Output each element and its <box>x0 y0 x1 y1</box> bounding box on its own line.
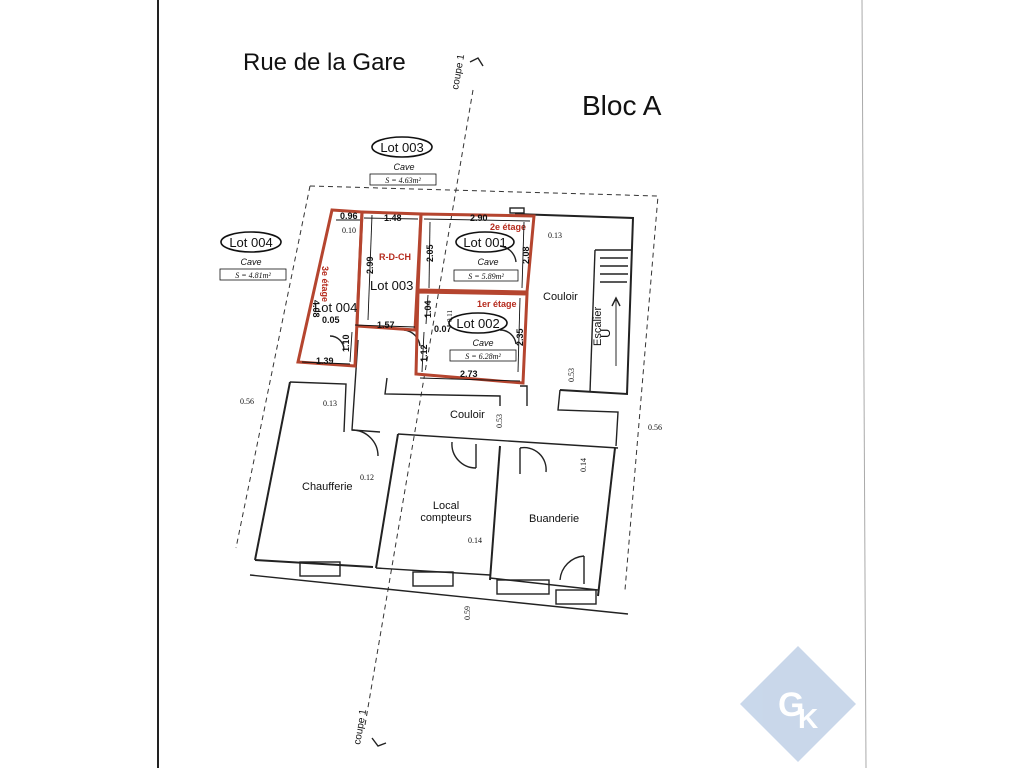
lot-001-oval <box>455 231 515 253</box>
dim-label: 0.56 <box>648 423 662 432</box>
lot-003-area: S = 4.63m² <box>385 176 421 185</box>
dim-label: 0.07 <box>434 324 452 334</box>
floor-label-1er: 1er étage <box>477 299 517 309</box>
dim-label: 4.08 <box>311 300 321 318</box>
lot-004-type: Cave <box>240 257 261 267</box>
lot-003-outline <box>355 210 423 332</box>
dim-label: 1.10 <box>341 334 351 352</box>
lot-004-legend: Lot 004 Cave S = 4.81m² <box>219 231 287 281</box>
dim-label: 0.11 <box>446 310 454 322</box>
lot-003-inner-label: Lot 003 <box>370 278 413 293</box>
floor-label-rdch: R-D-CH <box>379 252 411 262</box>
dim-label: 0.12 <box>360 473 374 482</box>
room-chaufferie: Chaufferie <box>302 481 353 493</box>
lot-002-id: Lot 002 <box>456 316 499 331</box>
boundary-outline-left <box>235 185 311 549</box>
lot-002-area: S = 6.28m² <box>465 352 501 361</box>
lot-004-outline <box>296 208 364 368</box>
dim-label: 2.90 <box>470 213 488 223</box>
room-local-line1: Local <box>433 500 459 512</box>
room-buanderie: Buanderie <box>529 513 579 525</box>
dim-label: 2.35 <box>515 328 525 346</box>
lot-001-type: Cave <box>477 257 498 267</box>
bloc-title: Bloc A <box>582 90 662 121</box>
room-couloir-right: Couloir <box>543 291 578 303</box>
dim-label: 1.04 <box>423 300 433 318</box>
lot-001-legend: Lot 001 Cave S = 5.89m² <box>453 231 519 282</box>
lot-002-legend: Lot 002 Cave S = 6.28m² <box>448 312 517 362</box>
svg-text:K: K <box>798 703 818 734</box>
lot-003-legend: Lot 003 Cave S = 4.63m² <box>369 136 437 186</box>
dim-label: 1.57 <box>377 320 395 330</box>
dim-label: 0.13 <box>323 399 337 408</box>
section-arrow-top <box>469 57 484 67</box>
dim-label: 0.59 <box>463 606 472 620</box>
lot-003-area-box <box>369 173 437 186</box>
dim-label: 2.73 <box>460 369 478 379</box>
floor-label-2e: 2e étage <box>490 222 526 232</box>
dim-label: 0.96 <box>340 211 358 221</box>
lot-004-inner-label: Lot 004 <box>314 300 357 315</box>
lot-002-oval <box>448 312 508 334</box>
page-border-right <box>861 0 867 768</box>
dim-label: 0.53 <box>495 414 504 428</box>
lot-002-type: Cave <box>472 338 493 348</box>
lot-001-id: Lot 001 <box>463 235 506 250</box>
dim-label: 1.12 <box>419 344 429 362</box>
lot-001-outline <box>416 212 536 294</box>
dim-label: 2.08 <box>521 246 531 264</box>
section-label-top: coupe 1 <box>450 53 467 90</box>
dim-label: 0.56 <box>240 397 254 406</box>
dim-label: 2.05 <box>425 244 435 262</box>
room-couloir-mid: Couloir <box>450 409 485 421</box>
stair-arrow-head <box>611 296 621 307</box>
lot-004-oval <box>220 231 282 253</box>
lot-003-type: Cave <box>393 162 414 172</box>
dim-label: 0.53 <box>567 368 576 382</box>
dim-label: 2.99 <box>365 256 375 274</box>
lot-boundaries <box>296 208 536 385</box>
section-arrow-bottom <box>371 737 387 747</box>
dim-label: 0.13 <box>548 231 562 240</box>
gk-logo: G K <box>740 646 856 762</box>
lot-002-outline <box>414 290 529 385</box>
street-name: Rue de la Gare <box>243 49 406 76</box>
lot-003-oval <box>371 136 433 158</box>
lot-003-id: Lot 003 <box>380 140 423 155</box>
dim-label: 0.14 <box>579 458 588 472</box>
lot-004-id: Lot 004 <box>229 235 272 250</box>
lot-002-area-box <box>449 349 517 362</box>
dimension-labels: 0.96 1.48 2.90 0.10 0.13 2.05 2.08 2.99 … <box>240 211 662 620</box>
dim-label: 1.39 <box>316 356 334 366</box>
section-label-bottom: coupe 1 <box>352 708 369 745</box>
floor-label-3e: 3e étage <box>320 266 330 302</box>
lot-001-area: S = 5.89m² <box>468 272 504 281</box>
dim-label: 0.10 <box>342 226 356 235</box>
dim-label: 1.48 <box>384 213 402 223</box>
dimension-lines <box>301 214 531 382</box>
dim-label: 0.14 <box>468 536 482 545</box>
room-escalier: Escalier <box>592 307 604 346</box>
lot-001-area-box <box>453 269 519 282</box>
lot-004-area-box <box>219 268 287 281</box>
dim-label: 0.05 <box>322 315 340 325</box>
lot-004-area: S = 4.81m² <box>235 271 271 280</box>
room-local-line2: compteurs <box>420 512 472 524</box>
building-walls <box>249 207 635 615</box>
stair-direction: U <box>598 329 613 338</box>
svg-text:G: G <box>778 686 804 724</box>
